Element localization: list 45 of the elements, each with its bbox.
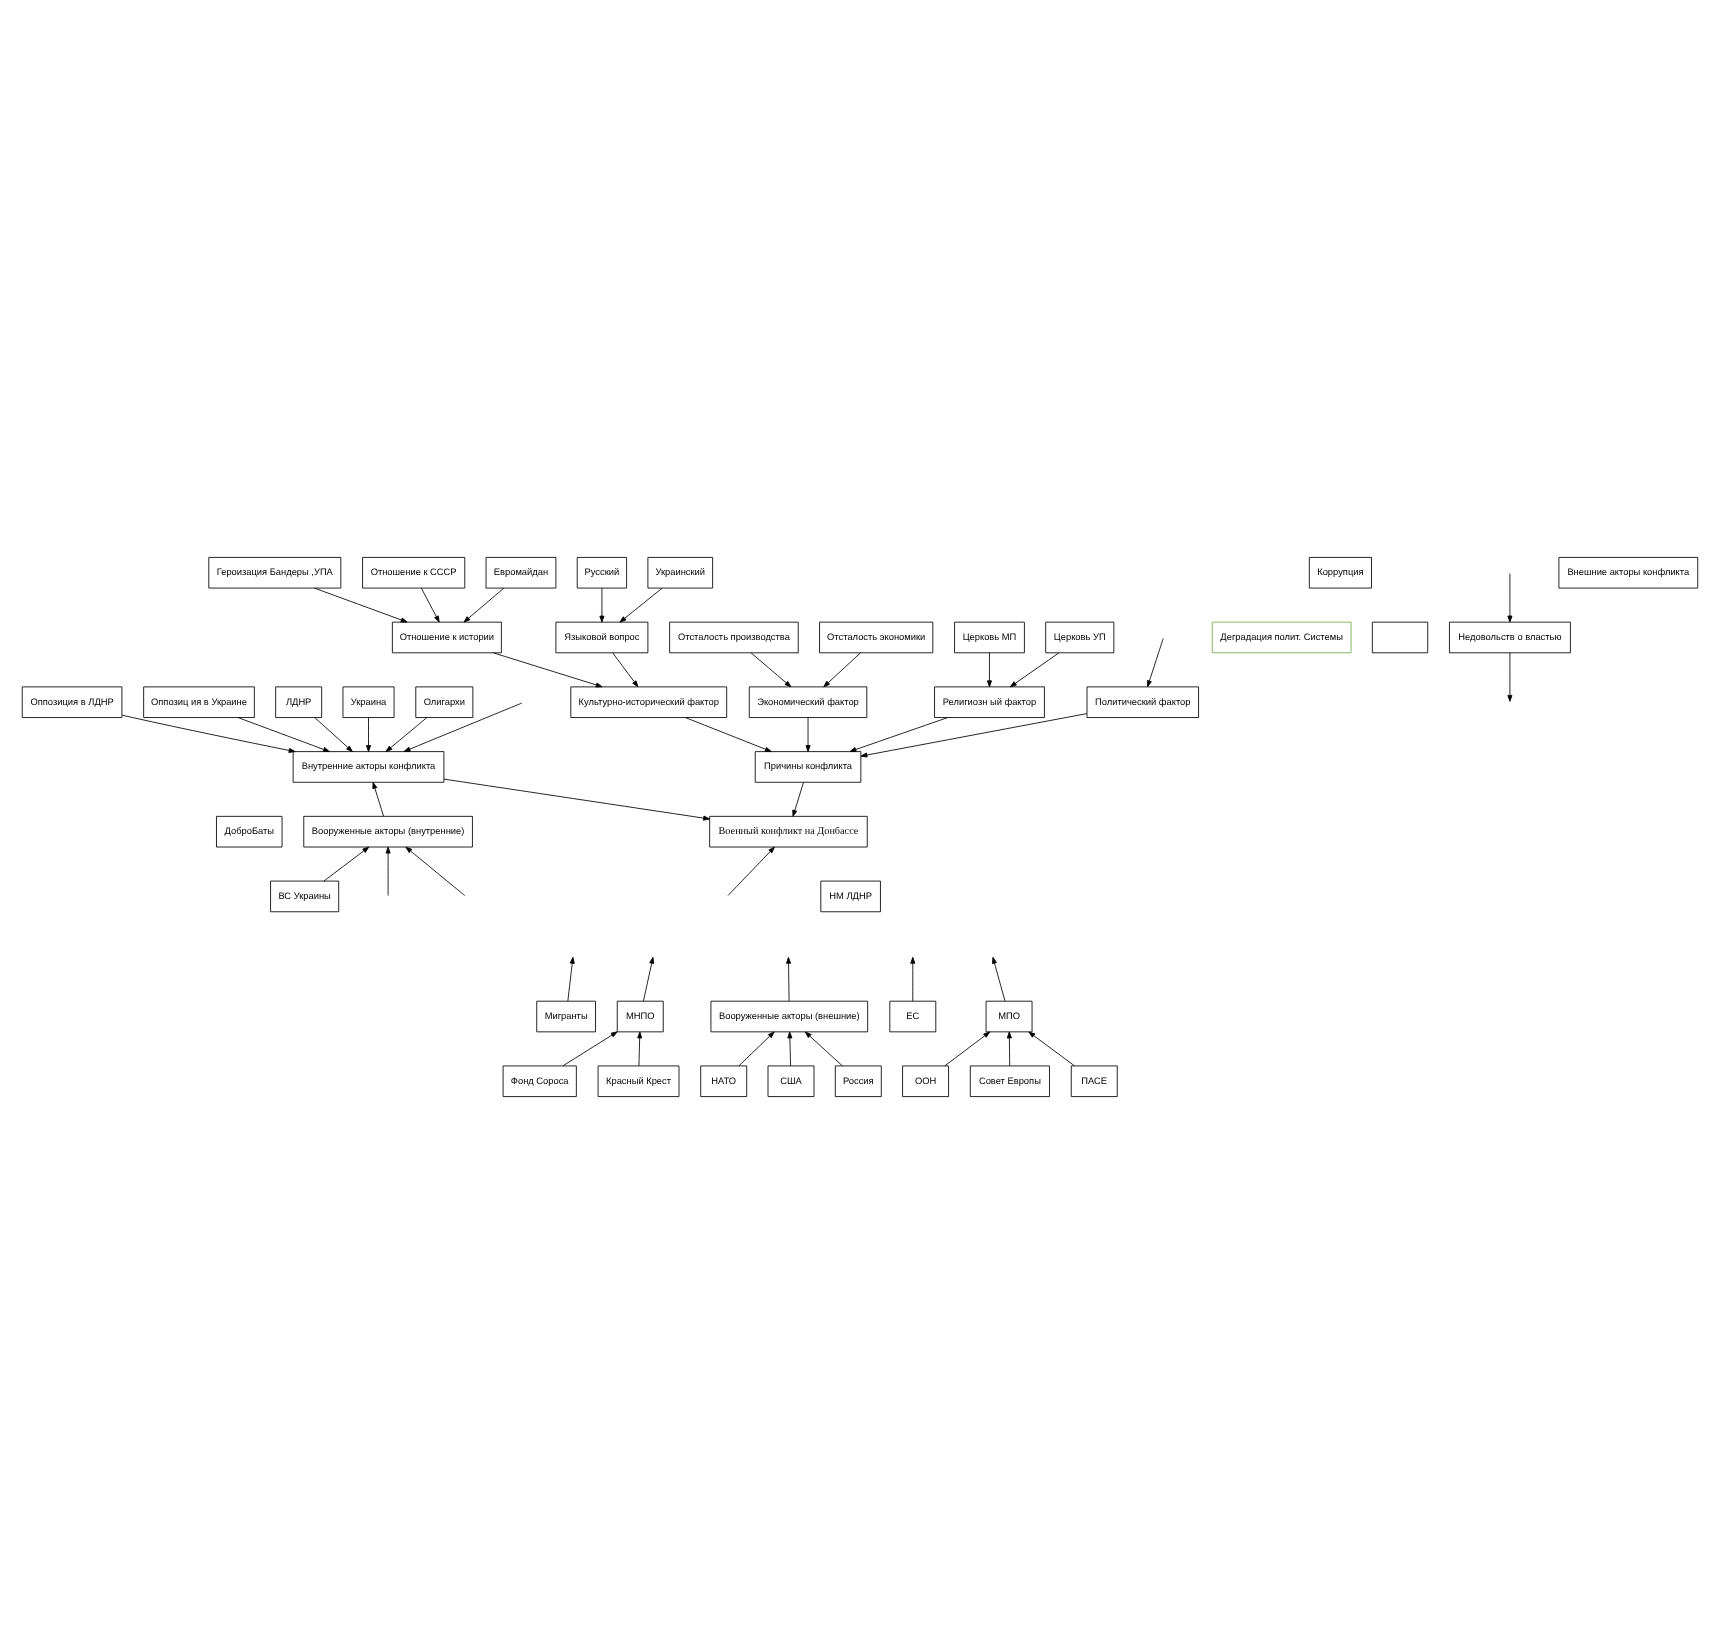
arrow: [567, 955, 575, 1001]
arrow: [562, 1030, 618, 1066]
arrow: [403, 701, 523, 751]
arrow: [463, 586, 505, 622]
arrow: [1146, 636, 1164, 687]
arrow: [619, 586, 663, 622]
arrow: [992, 955, 1006, 1001]
arrow: [1009, 651, 1060, 687]
node-box: [1371, 620, 1429, 653]
arrow: [599, 586, 605, 622]
arrow: [643, 955, 655, 1001]
arrow: [1507, 572, 1513, 622]
arrow: [738, 1030, 775, 1066]
arrow: [366, 716, 372, 751]
arrow: [612, 651, 639, 687]
arrow: [1507, 651, 1513, 701]
arrow: [1028, 1030, 1075, 1066]
arrow: [637, 1030, 643, 1066]
arrow: [405, 845, 466, 895]
arrow: [237, 716, 330, 751]
arrow: [986, 651, 992, 687]
arrow: [944, 1030, 991, 1066]
arrow: [372, 781, 384, 816]
arrow: [860, 712, 1088, 757]
arrow: [420, 586, 440, 622]
arrow: [493, 651, 603, 687]
arrow: [385, 716, 428, 751]
arrow: [314, 716, 353, 751]
arrow: [314, 586, 408, 622]
arrow: [805, 716, 811, 751]
arrow: [685, 716, 772, 751]
arrow: [849, 716, 949, 751]
arrow: [443, 777, 710, 820]
arrow: [787, 1030, 793, 1066]
arrow: [786, 955, 792, 1001]
arrow: [823, 651, 861, 687]
arrow: [910, 955, 916, 1001]
arrow: [121, 713, 296, 752]
arrow: [1006, 1030, 1012, 1066]
arrow: [385, 845, 391, 895]
arrow: [727, 845, 775, 895]
arrow: [323, 845, 370, 881]
arrow: [804, 1030, 843, 1066]
arrow: [750, 651, 792, 687]
arrow: [792, 781, 804, 816]
